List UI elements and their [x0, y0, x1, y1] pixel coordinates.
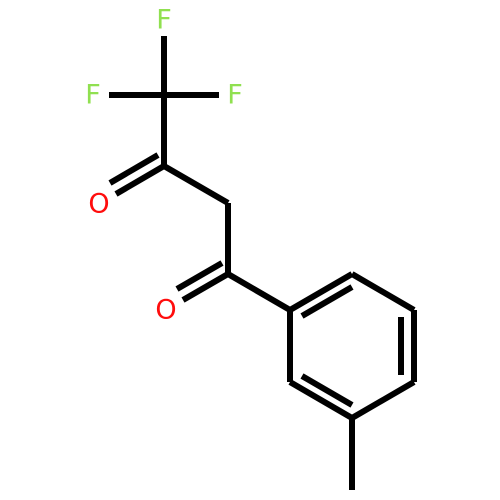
bond-carbonyl1-ch2 [162, 163, 230, 206]
bond-carbonyl1-o-b [108, 152, 160, 186]
ring-inner-bond-1 [300, 284, 354, 319]
atom-f-top: F [156, 5, 172, 36]
bond-carbonyl2-o-a [181, 271, 230, 303]
bond-carbonyl1-o-a [114, 163, 166, 197]
label-backdrop-f-top [150, 4, 178, 36]
bond-carbonyl2-o-b [175, 260, 224, 292]
atom-labels: F F F O O [78, 4, 250, 326]
ring-bond-2 [350, 271, 416, 313]
atom-f-right: F [227, 80, 243, 111]
label-backdrop-f-left [78, 79, 108, 111]
label-backdrop-o-lower [151, 294, 181, 326]
ring-bond-4 [350, 379, 416, 421]
ring-bond-5 [288, 379, 354, 421]
label-backdrop-f-right [220, 79, 250, 111]
label-backdrop-o-upper [84, 188, 114, 220]
ring-inner-bond-3 [300, 373, 354, 408]
atom-f-left: F [85, 80, 101, 111]
bond-carbonyl2-aryl [226, 271, 292, 313]
atom-o-upper: O [88, 189, 109, 220]
ring-bond-1 [288, 271, 354, 313]
atom-o-lower: O [155, 295, 176, 326]
bonds [108, 36, 417, 490]
